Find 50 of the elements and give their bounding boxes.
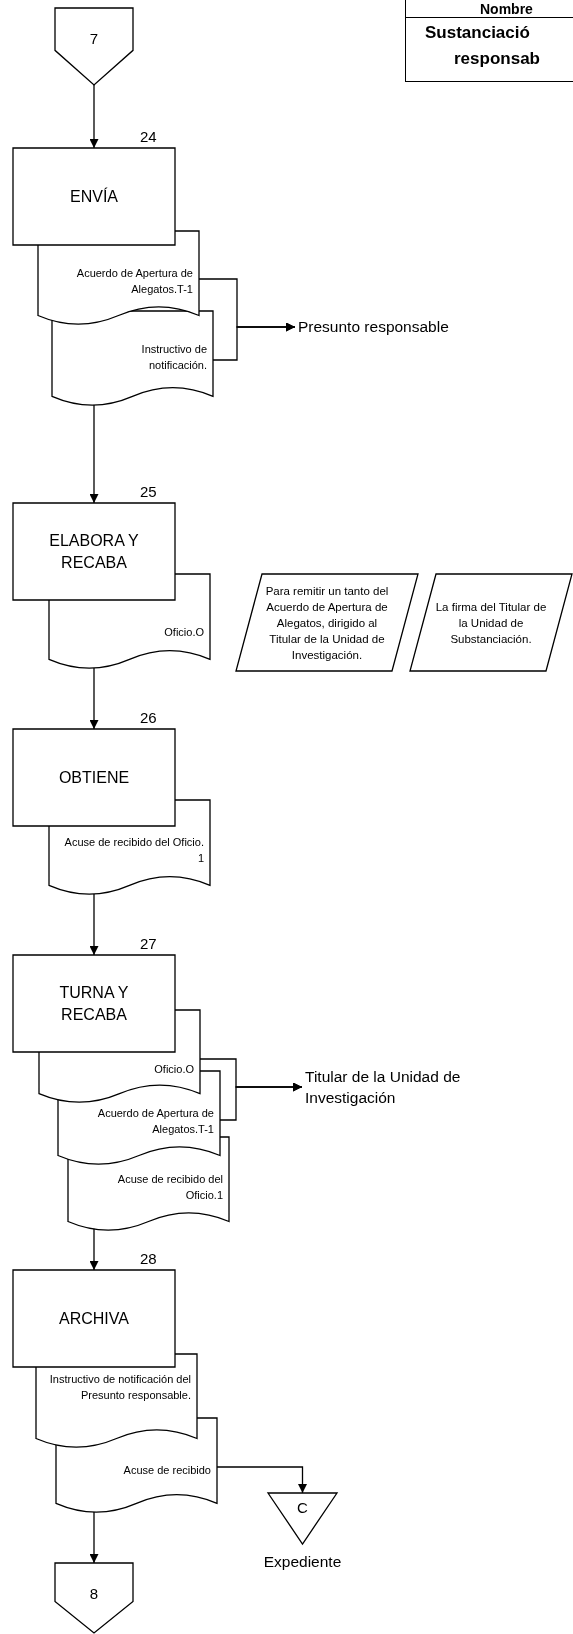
connector-number: 8: [89, 1585, 99, 1603]
recipient-text: Titular de la Unidad de Investigación: [305, 1067, 462, 1108]
step-number: 25: [140, 483, 157, 501]
step-text: TURNA Y RECABA: [58, 982, 130, 1025]
document-text: Acuerdo de Apertura de Alegatos.T-1: [96, 1106, 214, 1137]
arrow: [219, 1082, 303, 1121]
note-text: Para remitir un tanto del Acuerdo de Apertura de Alegatos, dirigido al Titular de la Unidad de Investigación.: [264, 583, 390, 663]
table-header-text: Nombre: [480, 1, 533, 17]
arrow: [216, 1466, 307, 1494]
arrow: [89, 1228, 99, 1271]
step-number: 26: [140, 709, 157, 727]
step-text: ELABORA Y RECABA: [48, 530, 140, 573]
connector-letter: C: [297, 1499, 308, 1517]
step-number: 24: [140, 128, 157, 146]
step-text: ENVÍA: [70, 186, 118, 207]
document-text: Acuerdo de Apertura de Alegatos.T-1: [75, 266, 193, 297]
table-cell-text: Sustanciació: [425, 22, 530, 44]
arrow: [89, 667, 99, 730]
document-text: Acuse de recibido del Oficio.1: [116, 1172, 223, 1203]
note-parallelogram: [236, 574, 418, 671]
step-text: ARCHIVA: [59, 1308, 129, 1329]
arrow: [89, 84, 99, 149]
step-number: 28: [140, 1250, 157, 1268]
off-page-connector: [55, 8, 133, 85]
arrow: [212, 322, 296, 361]
process-box: [13, 1270, 175, 1367]
process-box: [13, 955, 175, 1052]
note-parallelogram: [410, 574, 572, 671]
table-cell-text: responsab: [454, 48, 540, 70]
off-page-connector: [55, 1563, 133, 1633]
note-text: La firma del Titular de la Unidad de Substanciación.: [434, 599, 548, 647]
archive-triangle: [268, 1493, 337, 1544]
arrow: [89, 893, 99, 956]
document-text: Acuse de recibido del Oficio. 1: [63, 835, 204, 866]
recipient-text: Presunto responsable: [298, 317, 450, 337]
arrow: [89, 1511, 99, 1564]
connector-number: 7: [89, 30, 99, 48]
process-box: [13, 503, 175, 600]
process-box: [13, 729, 175, 826]
process-box: [13, 148, 175, 245]
step-text: OBTIENE: [58, 767, 130, 788]
arrow: [89, 404, 99, 504]
document-text: Instructivo de notificación del Presunto responsable.: [48, 1372, 191, 1403]
document-text: Oficio.O: [154, 1062, 194, 1077]
document-text: Instructivo de notificación.: [140, 342, 207, 373]
step-number: 27: [140, 935, 157, 953]
document-text: Oficio.O: [164, 625, 204, 640]
archive-label: Expediente: [262, 1552, 343, 1572]
document-shape: [52, 311, 213, 408]
document-text: Acuse de recibido: [123, 1463, 211, 1478]
